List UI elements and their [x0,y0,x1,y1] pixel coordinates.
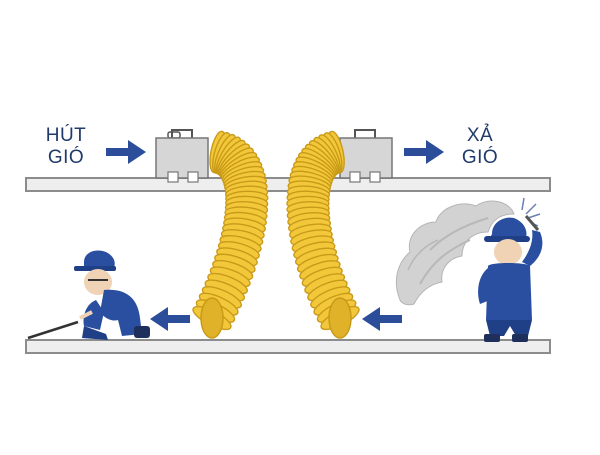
arrow-left-icon [150,307,190,331]
intake-label-line2: GIÓ [47,147,85,168]
crouching-worker-figure [27,250,150,340]
smoke-cloud-icon [395,200,515,306]
exhaust-fan-unit [339,129,393,183]
exhaust-label: XẢ GIÓ [455,125,505,169]
arrow-left-icon [362,307,402,331]
duct-opening [200,297,224,339]
intake-fan-unit [155,129,209,183]
welder-worker-figure [478,215,543,342]
exhaust-label-line2: GIÓ [461,147,499,168]
floor-slab [25,339,551,354]
intake-label: HÚT GIÓ [38,125,94,169]
duct-opening [328,297,352,339]
intake-flexible-duct [192,130,269,339]
arrow-right-icon [404,140,444,164]
exhaust-flexible-duct [286,130,360,339]
arrow-right-icon [106,140,146,164]
intake-label-line1: HÚT [45,125,87,146]
exhaust-label-line1: XẢ [466,125,494,146]
